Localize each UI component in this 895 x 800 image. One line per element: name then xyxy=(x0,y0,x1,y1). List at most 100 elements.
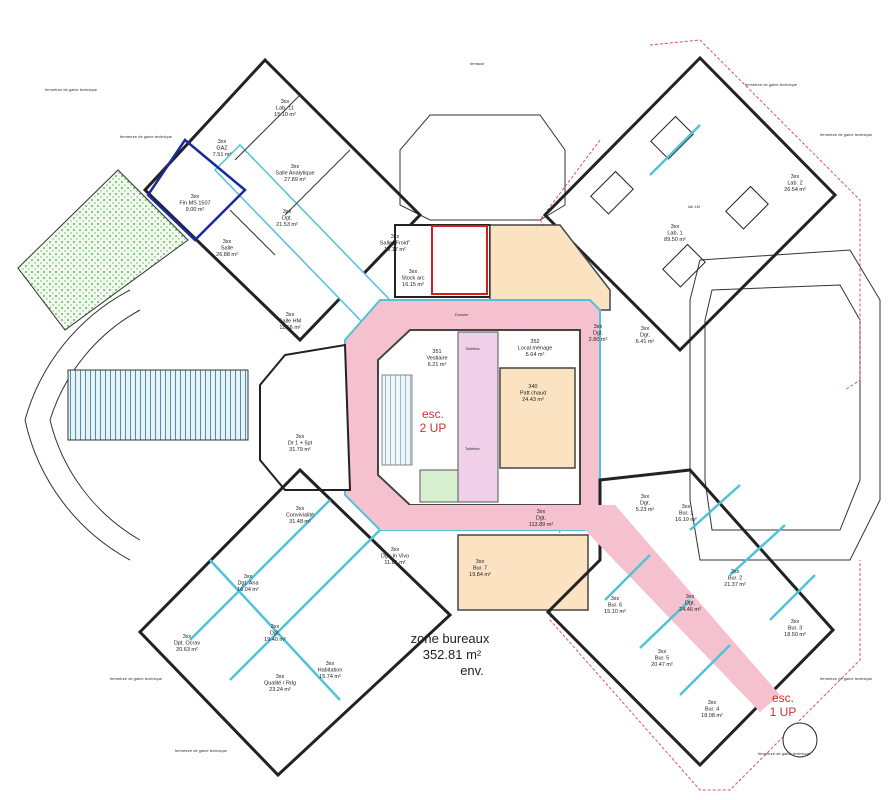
room-code: 3xx xyxy=(731,569,740,575)
stair-core xyxy=(381,374,413,466)
room-name: Dgt. xyxy=(536,516,547,522)
spiral-stair xyxy=(782,722,818,758)
room-code: 3xx xyxy=(537,509,546,515)
partition-se-1 xyxy=(604,554,651,601)
room-name: Dgt. Ana xyxy=(237,581,259,587)
equip-4 xyxy=(725,185,769,230)
room-area: 15.10 m² xyxy=(604,609,626,615)
room-area: 11.56 m² xyxy=(279,325,300,331)
room-code: 3xx xyxy=(476,559,485,565)
partition-ne xyxy=(649,124,701,176)
room-name: Salle HM xyxy=(279,319,302,325)
room-code: 340 xyxy=(528,384,537,390)
top-label: terrasse xyxy=(470,61,485,66)
room-code: 3xx xyxy=(791,619,800,625)
room-name: Dgt. In Vivo xyxy=(381,554,409,560)
room-area: 24.43 m² xyxy=(522,397,544,403)
room-name: Vestiaire xyxy=(426,356,447,362)
gaine-label: fermeture de gaine technique xyxy=(745,82,798,87)
room-code: 3xx xyxy=(671,224,680,230)
room-name: GAZ xyxy=(216,146,228,152)
room-area: 5.23 m² xyxy=(636,507,655,513)
gaine-label: fermeture de gaine technique xyxy=(820,676,873,681)
room-name: Lab. 2 xyxy=(787,181,802,187)
partition-sw-2 xyxy=(209,559,341,701)
core-label-toilettes-2: Toilettes xyxy=(465,446,480,451)
room-area: 20.63 m² xyxy=(176,647,198,653)
lab-tag: lab 1M xyxy=(688,204,700,209)
room-name: Dgt. xyxy=(282,216,293,222)
room-name: Bur. 1 xyxy=(679,511,693,517)
wall-nw-1 xyxy=(234,94,301,161)
room-code: 3xx xyxy=(641,326,650,332)
room-name: Dgt. xyxy=(640,333,651,339)
room-code: 3xx xyxy=(409,269,418,275)
room-name: Dgt. xyxy=(685,601,696,607)
wing-sw xyxy=(137,467,453,778)
room-area: 20.47 m² xyxy=(651,662,673,668)
outer-outline-left xyxy=(24,289,141,561)
room-name: Dgt. xyxy=(270,631,281,637)
equip-1 xyxy=(590,170,634,215)
room-area: 15.74 m² xyxy=(319,674,341,680)
room-bur-7 xyxy=(457,534,589,611)
zone-note: env. xyxy=(460,663,484,678)
room-area: 21.53 m² xyxy=(276,222,298,228)
room-code: 352 xyxy=(530,339,539,345)
room-name: Dpt. Ocrav xyxy=(174,641,201,647)
room-ne-corridor xyxy=(489,224,611,311)
room-area: 27.89 m² xyxy=(284,177,306,183)
room-name: Qualité / Rdg xyxy=(264,681,296,687)
room-name: Fin MS 1507 xyxy=(179,201,210,207)
room-code: 3xx xyxy=(641,494,650,500)
room-code: 3xx xyxy=(218,139,227,145)
stair-label-1up: esc. xyxy=(772,691,794,705)
gaine-label: fermeture de gaine technique xyxy=(758,751,811,756)
corridor-core-south xyxy=(380,505,600,530)
room-code: 3xx xyxy=(244,574,253,580)
partition-se-4 xyxy=(689,484,741,531)
partition-se-3 xyxy=(679,644,731,696)
wing-se xyxy=(545,468,836,768)
room-code: 3xx xyxy=(682,504,691,510)
stair-sub-1up: 1 UP xyxy=(770,705,797,719)
room-name: Convivialité xyxy=(286,513,314,519)
room-name: Patt chaud xyxy=(520,391,546,397)
room-name: Dr 1 + 5pt xyxy=(288,441,313,447)
partition-sw-1 xyxy=(229,519,391,681)
room-area: 16.04 m² xyxy=(237,587,259,593)
room-patt-chaud xyxy=(499,367,576,469)
room-area: 21.37 m² xyxy=(724,582,746,588)
partition-se-2 xyxy=(639,599,691,649)
room-name: Local ménage xyxy=(518,346,553,352)
room-code: 3xx xyxy=(276,674,285,680)
room-code: 3xx xyxy=(191,194,200,200)
room-area: 19.40 m² xyxy=(264,637,286,643)
wing-ne xyxy=(542,55,838,353)
room-code: 3xx xyxy=(286,312,295,318)
partition-se-6 xyxy=(769,574,816,621)
room-name: Bur. 5 xyxy=(655,656,669,662)
gaine-label: fermeture de gaine technique xyxy=(45,87,98,92)
room-name: Lab. 11 xyxy=(276,106,294,112)
room-local xyxy=(419,469,459,503)
equip-2 xyxy=(662,243,706,288)
